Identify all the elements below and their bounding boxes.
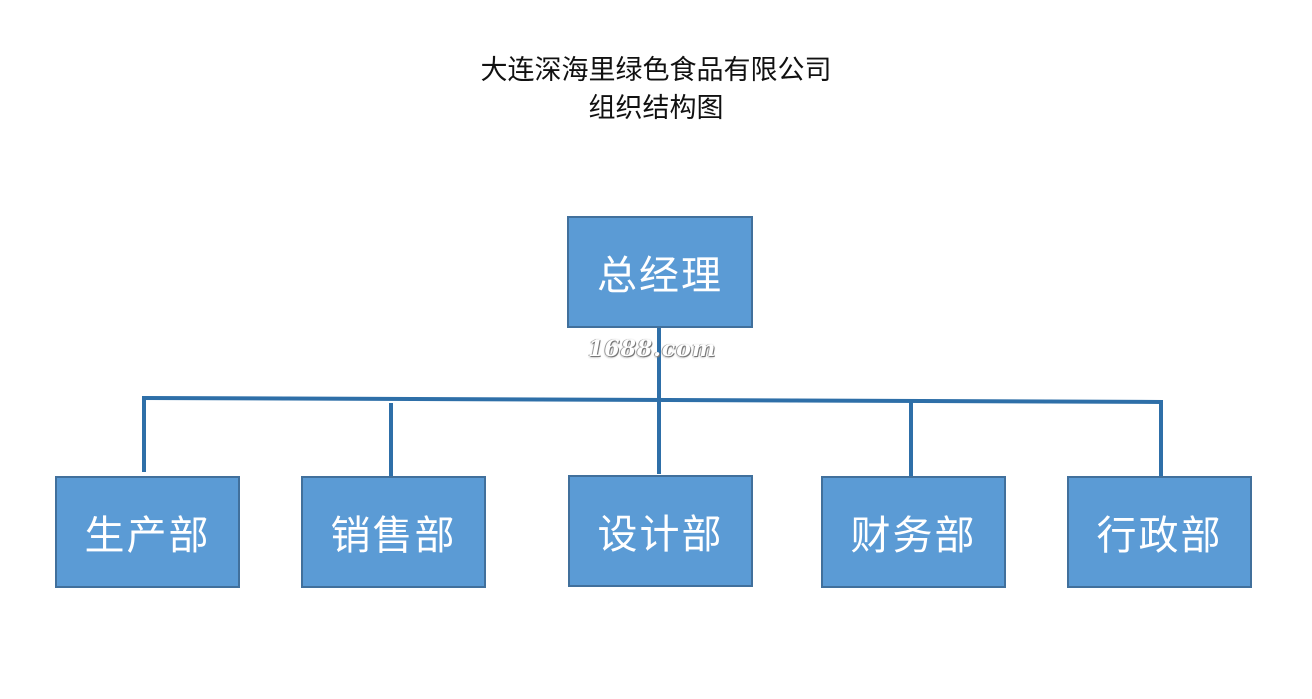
node-department-sales: 销售部	[301, 476, 486, 588]
horizontal-bus-connector	[141, 395, 1164, 405]
watermark: 1688.com	[588, 336, 717, 362]
node-department-finance: 财务部	[821, 476, 1006, 588]
node-department-design: 设计部	[568, 475, 753, 587]
node-department-production: 生产部	[55, 476, 240, 588]
node-general-manager: 总经理	[567, 216, 753, 328]
chart-subtitle: 组织结构图	[588, 93, 724, 124]
node-department-administration: 行政部	[1067, 476, 1252, 588]
chart-title: 大连深海里绿色食品有限公司	[480, 55, 832, 86]
